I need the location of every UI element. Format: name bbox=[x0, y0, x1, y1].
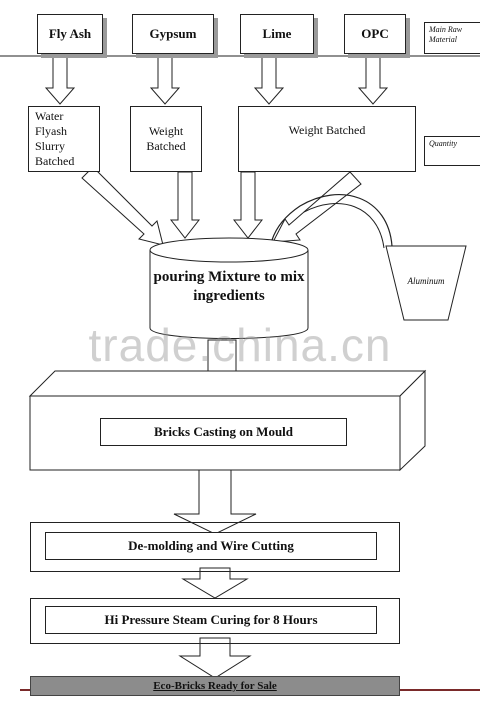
mixer-top bbox=[149, 237, 309, 263]
arrow-opc bbox=[357, 56, 389, 105]
raw-material-flyash: Fly Ash bbox=[37, 14, 103, 54]
arrow-flyash bbox=[44, 56, 76, 105]
arrow-gypsum-to-mixer bbox=[169, 171, 201, 239]
mixer-body bbox=[149, 250, 309, 339]
mixer-label: pouring Mixture to mix ingredients bbox=[153, 269, 305, 304]
aluminum-curve bbox=[271, 193, 393, 247]
arrow-casting-to-demold bbox=[173, 461, 257, 535]
step-demolding-inner: De-molding and Wire Cutting bbox=[45, 532, 377, 560]
raw-material-lime: Lime bbox=[240, 14, 314, 54]
step-demolding bbox=[30, 522, 400, 572]
arrow-lime bbox=[253, 56, 285, 105]
step-bricks-casting: Bricks Casting on Mould bbox=[100, 418, 347, 446]
raw-material-gypsum: Gypsum bbox=[132, 14, 214, 54]
side-label-quantity: Quantity bbox=[424, 136, 480, 166]
final-product-bar: Eco-Bricks Ready for Sale bbox=[30, 676, 400, 696]
casting-slab-top bbox=[28, 370, 427, 397]
raw-material-opc: OPC bbox=[344, 14, 406, 54]
arrow-slurry-to-mixer bbox=[81, 166, 164, 246]
arrow-curing-to-final bbox=[178, 637, 252, 679]
arrow-gypsum bbox=[149, 56, 181, 105]
aluminum-curve-inner bbox=[303, 203, 385, 249]
watermark: trade.china.cn bbox=[88, 319, 392, 371]
batch-flyash-slurry: Water Flyash Slurry Batched bbox=[28, 106, 100, 172]
batch-lime-opc: Weight Batched bbox=[238, 106, 416, 172]
aluminum-hopper bbox=[385, 245, 467, 321]
arrow-lime-to-mixer bbox=[232, 171, 264, 239]
step-steam-curing bbox=[30, 598, 400, 644]
arrow-demold-to-curing bbox=[181, 567, 249, 599]
step-steam-curing-inner: Hi Pressure Steam Curing for 8 Hours bbox=[45, 606, 377, 634]
side-label-main-raw-material: Main Raw Material bbox=[424, 22, 480, 54]
aluminum-label: Aluminum bbox=[407, 276, 445, 286]
batch-gypsum: Weight Batched bbox=[130, 106, 202, 172]
